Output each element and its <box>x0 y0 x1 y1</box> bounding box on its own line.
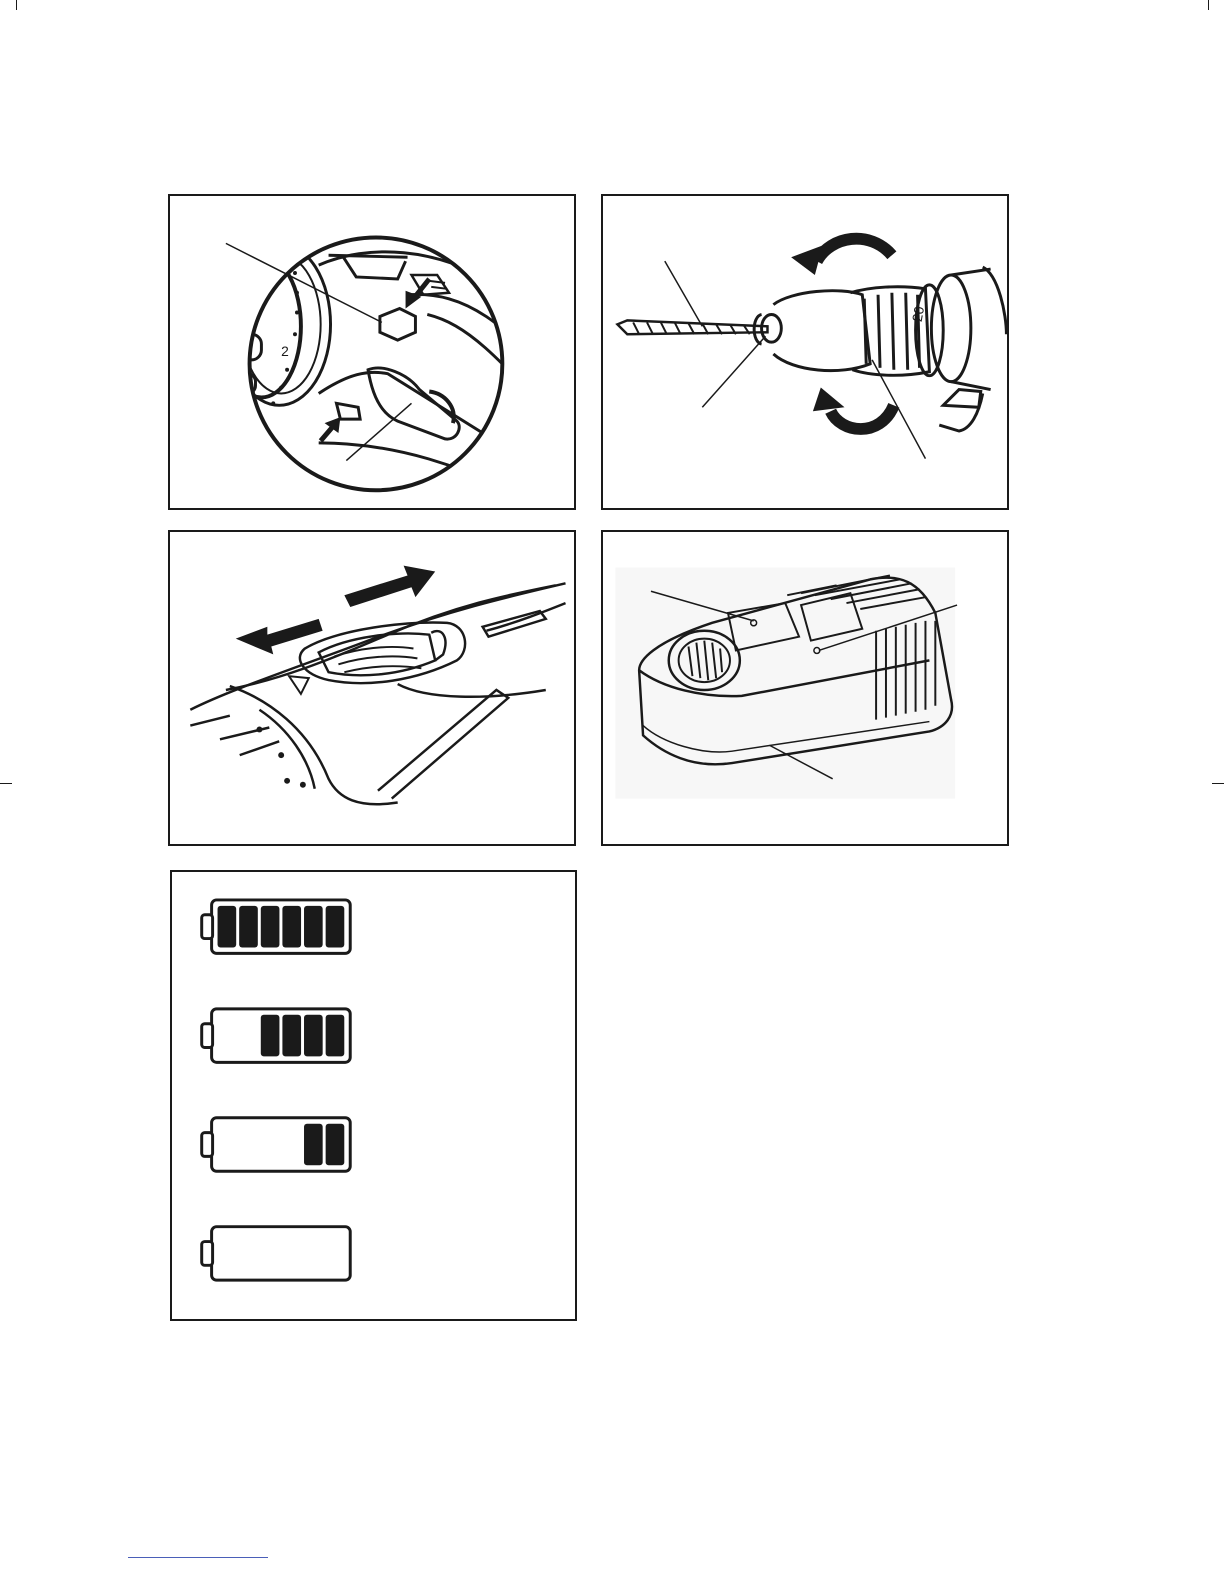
battery-charge-bar <box>326 1124 345 1166</box>
leader-line <box>665 261 703 326</box>
direction-indicator-icon <box>289 676 309 694</box>
battery-charge-bar <box>282 906 301 948</box>
battery-level-icon <box>202 1009 351 1062</box>
crop-mark-mid-right <box>1212 783 1224 784</box>
crop-mark-top-right <box>1208 0 1209 10</box>
dial-number-label: 2 <box>281 343 289 359</box>
dial-dots <box>256 727 305 788</box>
battery-terminal <box>202 1024 213 1048</box>
battery-level-icon <box>202 1227 351 1280</box>
fig-chuck-drill-bit: 20 <box>601 194 1009 510</box>
push-arrow-icon <box>321 417 341 441</box>
fig-battery-levels <box>170 870 577 1321</box>
fig-lock-button: 2 <box>168 194 576 510</box>
fig-direction-switch <box>168 530 576 846</box>
battery-charge-bar <box>304 1124 323 1166</box>
battery-charge-bar <box>304 906 323 948</box>
battery-terminal <box>202 1242 213 1266</box>
battery-charge-bar <box>239 906 258 948</box>
battery-terminal <box>202 1133 213 1157</box>
battery-level-icon <box>202 1118 351 1171</box>
direction-switch-illustration <box>170 532 574 844</box>
battery-terminal <box>202 915 213 939</box>
dial-number-label: 20 <box>909 305 927 323</box>
lock-button-illustration: 2 <box>170 196 574 508</box>
arrow-right-icon <box>344 566 435 607</box>
battery-body <box>212 1227 351 1280</box>
chuck-drill-bit-illustration: 20 <box>603 196 1007 508</box>
battery-charge-bar <box>326 906 345 948</box>
battery-charge-bar <box>304 1015 323 1057</box>
battery-charge-bar <box>282 1015 301 1057</box>
battery-charge-bar <box>218 906 237 948</box>
arrow-left-icon <box>236 619 323 655</box>
rotate-arrow-top-icon <box>791 239 892 275</box>
crop-mark-top-left <box>16 0 17 10</box>
rotate-arrow-bottom-icon <box>813 388 894 429</box>
battery-charge-bar <box>261 1015 280 1057</box>
battery-levels-illustration <box>172 872 575 1319</box>
crop-mark-mid-left <box>0 783 12 784</box>
battery-level-icon <box>202 900 351 953</box>
fig-charger <box>601 530 1009 846</box>
charger-illustration <box>603 532 1007 844</box>
leader-line <box>702 336 765 407</box>
battery-charge-bar <box>326 1015 345 1057</box>
footer-rule <box>128 1557 268 1558</box>
battery-charge-bar <box>261 906 280 948</box>
